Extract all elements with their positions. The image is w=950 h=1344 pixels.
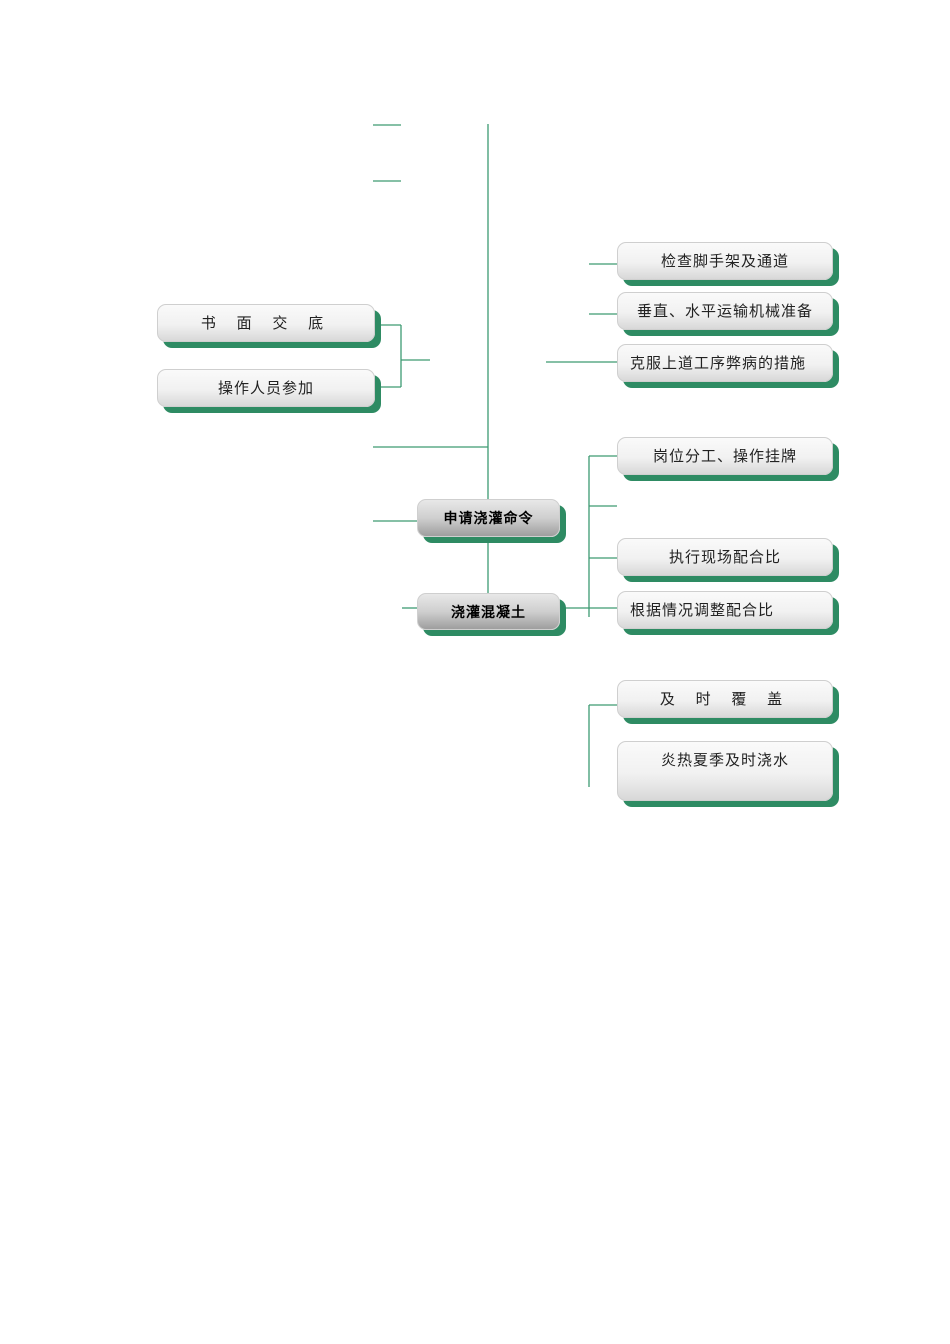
node-adjust-mix: 根据情况调整配合比 — [617, 591, 833, 629]
node-timely-cover: 及 时 覆 盖 — [617, 680, 833, 718]
node-transport-machinery: 垂直、水平运输机械准备 — [617, 292, 833, 330]
node-overcome-defects: 克服上道工序弊病的措施 — [617, 344, 833, 382]
node-apply-pour-order: 申请浇灌命令 — [417, 499, 560, 537]
node-pour-concrete: 浇灌混凝土 — [417, 593, 560, 630]
node-written-briefing: 书 面 交 底 — [157, 304, 375, 342]
node-execute-mix: 执行现场配合比 — [617, 538, 833, 576]
node-check-scaffold: 检查脚手架及通道 — [617, 242, 833, 280]
node-operators-join: 操作人员参加 — [157, 369, 375, 407]
node-summer-watering: 炎热夏季及时浇水 — [617, 741, 833, 801]
node-job-division: 岗位分工、操作挂牌 — [617, 437, 833, 475]
